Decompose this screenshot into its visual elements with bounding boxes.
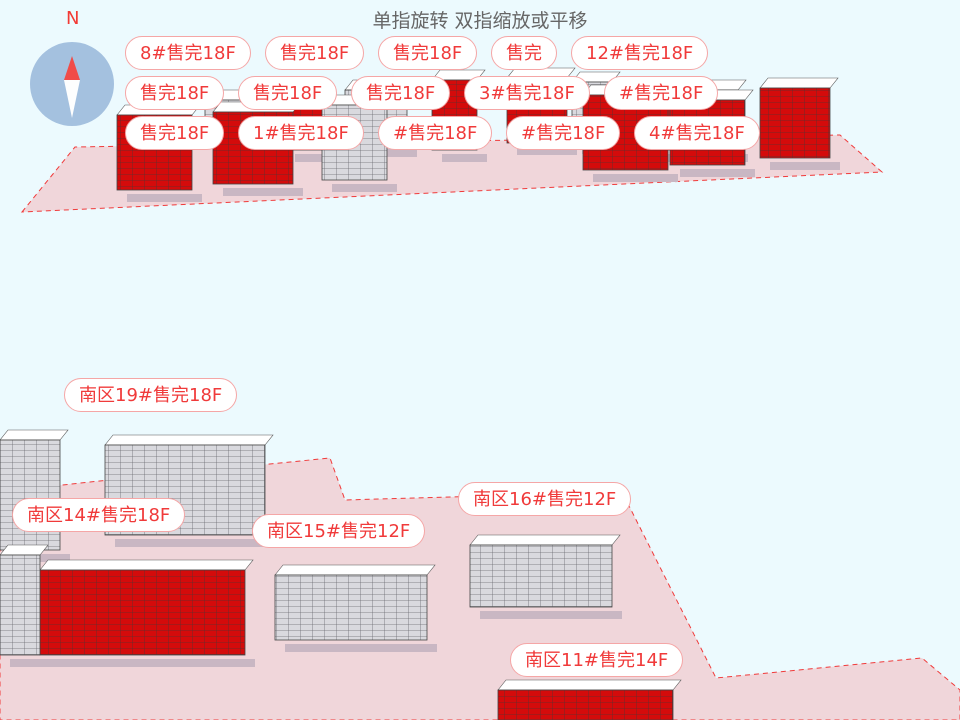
building-unsold[interactable] [274,574,428,641]
building-label[interactable]: 售完18F [125,116,225,150]
building-roof [469,534,621,546]
building-label[interactable]: 南区11#售完14F [510,643,684,677]
building-roof [0,429,69,441]
building-shadow [50,659,255,667]
building-label[interactable]: 12#售完18F [571,36,709,70]
building-label[interactable]: #售完18F [604,76,719,110]
building-label[interactable]: 售完18F [125,76,225,110]
building-shadow [10,659,50,667]
gesture-hint: 单指旋转 双指缩放或平移 [372,10,588,32]
building-sold[interactable] [39,569,246,656]
building-label[interactable]: #售完18F [506,116,621,150]
building-unsold[interactable] [469,544,613,608]
building-label[interactable]: 南区16#售完12F [458,482,632,516]
building-roof [759,77,839,89]
building-label[interactable]: 南区14#售完18F [12,498,186,532]
building-shadow [223,188,303,196]
building-label[interactable]: 售完18F [351,76,451,110]
building-shadow [295,154,335,162]
building-label[interactable]: 4#售完18F [634,116,760,150]
building-shadow [285,644,437,652]
compass-icon[interactable] [30,42,114,126]
building-label[interactable]: 售完18F [378,36,478,70]
building-shadow [332,184,397,192]
building-unsold[interactable] [0,554,41,656]
building-shadow [115,539,275,547]
building-unsold[interactable] [0,439,61,551]
building-label[interactable]: 8#售完18F [125,36,251,70]
building-label[interactable]: 3#售完18F [464,76,590,110]
building-shadow [517,147,577,155]
building-shadow [480,611,622,619]
building-label[interactable]: #售完18F [378,116,493,150]
building-shadow [442,154,487,162]
building-roof [274,564,436,576]
building-label[interactable]: 售完 [491,36,557,70]
building-roof [0,544,49,556]
building-label[interactable]: 售完18F [238,76,338,110]
building-shadow [770,162,840,170]
building-label[interactable]: 南区15#售完12F [252,514,426,548]
building-shadow [593,174,678,182]
building-label[interactable]: 1#售完18F [238,116,364,150]
north-label: N [66,8,80,29]
building-label[interactable]: 南区19#售完18F [64,378,238,412]
building-sold[interactable] [759,87,831,159]
building-roof [39,559,254,571]
building-roof [104,434,274,446]
building-roof [497,679,682,691]
building-shadow [127,194,202,202]
building-label[interactable]: 售完18F [265,36,365,70]
building-sold[interactable] [497,689,674,720]
building-shadow [680,169,755,177]
